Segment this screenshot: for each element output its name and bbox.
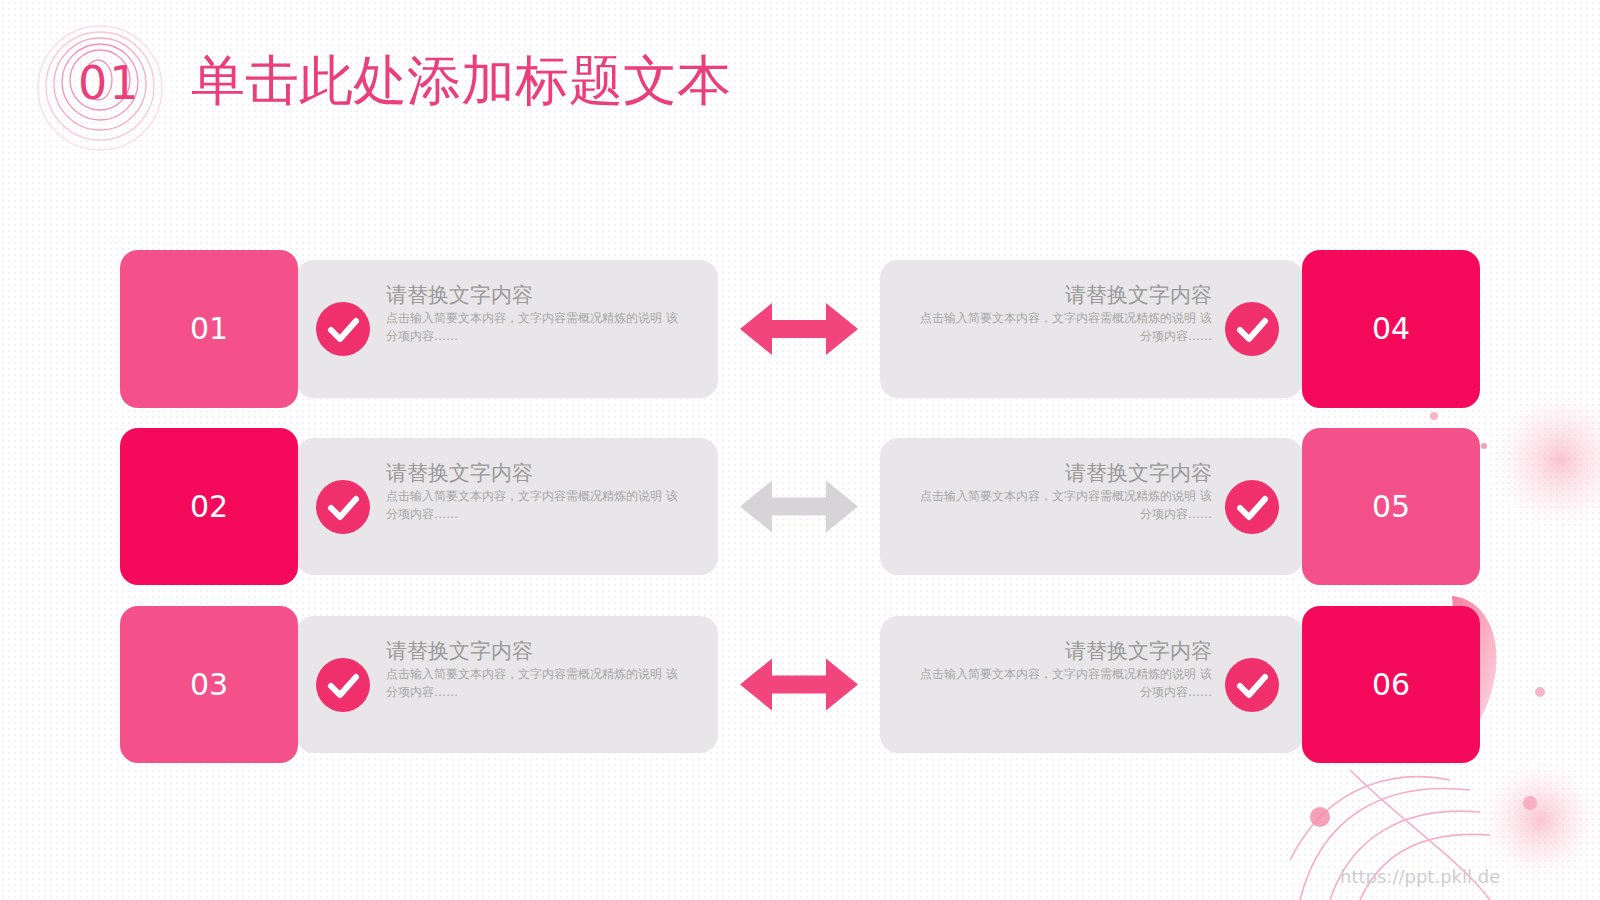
panel-heading: 请替换文字内容	[912, 461, 1212, 486]
number-text: 03	[190, 670, 228, 700]
panel-heading: 请替换文字内容	[912, 283, 1212, 308]
number-text: 02	[190, 492, 228, 522]
check-icon	[315, 657, 371, 713]
check-icon	[1224, 657, 1280, 713]
panel-text: 请替换文字内容点击输入简要文本内容，文字内容需概况精炼的说明 该分项内容……	[386, 283, 686, 345]
check-icon	[1224, 301, 1280, 357]
panel-text: 请替换文字内容点击输入简要文本内容，文字内容需概况精炼的说明 该分项内容……	[386, 461, 686, 523]
panel-body: 点击输入简要文本内容，文字内容需概况精炼的说明 该分项内容……	[386, 310, 686, 345]
double-arrow	[740, 303, 858, 355]
content-panel: 请替换文字内容点击输入简要文本内容，文字内容需概况精炼的说明 该分项内容……	[296, 438, 718, 575]
panel-body: 点击输入简要文本内容，文字内容需概况精炼的说明 该分项内容……	[386, 488, 686, 523]
double-arrow	[740, 481, 858, 533]
pink-dot	[1523, 796, 1537, 810]
pink-dot	[1430, 412, 1438, 420]
content-panel: 请替换文字内容点击输入简要文本内容，文字内容需概况精炼的说明 该分项内容……	[296, 616, 718, 753]
number-box: 05	[1302, 428, 1480, 585]
pink-dot	[1535, 687, 1545, 697]
double-arrow	[740, 659, 858, 711]
number-text: 06	[1372, 670, 1410, 700]
pink-blob	[1490, 390, 1600, 530]
number-box: 04	[1302, 250, 1480, 408]
watermark: https://ppt.pkll.de	[1340, 866, 1500, 887]
slide-title: 单击此处添加标题文本	[191, 54, 731, 108]
panel-body: 点击输入简要文本内容，文字内容需概况精炼的说明 该分项内容……	[386, 666, 686, 701]
panel-text: 请替换文字内容点击输入简要文本内容，文字内容需概况精炼的说明 该分项内容……	[912, 283, 1212, 345]
number-box: 01	[120, 250, 298, 408]
content-panel: 请替换文字内容点击输入简要文本内容，文字内容需概况精炼的说明 该分项内容……	[880, 438, 1303, 575]
number-text: 01	[190, 314, 228, 344]
number-box: 06	[1302, 606, 1480, 763]
panel-body: 点击输入简要文本内容，文字内容需概况精炼的说明 该分项内容……	[912, 488, 1212, 523]
panel-heading: 请替换文字内容	[386, 461, 686, 486]
number-text: 04	[1372, 314, 1410, 344]
content-panel: 请替换文字内容点击输入简要文本内容，文字内容需概况精炼的说明 该分项内容……	[880, 616, 1303, 753]
panel-text: 请替换文字内容点击输入简要文本内容，文字内容需概况精炼的说明 该分项内容……	[386, 639, 686, 701]
number-text: 05	[1372, 492, 1410, 522]
panel-text: 请替换文字内容点击输入简要文本内容，文字内容需概况精炼的说明 该分项内容……	[912, 461, 1212, 523]
pink-dot	[1310, 807, 1330, 827]
number-box: 03	[120, 606, 298, 763]
panel-body: 点击输入简要文本内容，文字内容需概况精炼的说明 该分项内容……	[912, 310, 1212, 345]
content-panel: 请替换文字内容点击输入简要文本内容，文字内容需概况精炼的说明 该分项内容……	[296, 260, 718, 398]
check-icon	[1224, 479, 1280, 535]
panel-text: 请替换文字内容点击输入简要文本内容，文字内容需概况精炼的说明 该分项内容……	[912, 639, 1212, 701]
pink-dot	[1481, 443, 1487, 449]
number-box: 02	[120, 428, 298, 585]
panel-body: 点击输入简要文本内容，文字内容需概况精炼的说明 该分项内容……	[912, 666, 1212, 701]
content-panel: 请替换文字内容点击输入简要文本内容，文字内容需概况精炼的说明 该分项内容……	[880, 260, 1303, 398]
panel-heading: 请替换文字内容	[386, 283, 686, 308]
check-icon	[315, 479, 371, 535]
title-rings	[38, 26, 162, 150]
panel-heading: 请替换文字内容	[912, 639, 1212, 664]
pink-blob	[1480, 760, 1600, 880]
check-icon	[315, 301, 371, 357]
section-number: 01	[78, 56, 141, 110]
panel-heading: 请替换文字内容	[386, 639, 686, 664]
